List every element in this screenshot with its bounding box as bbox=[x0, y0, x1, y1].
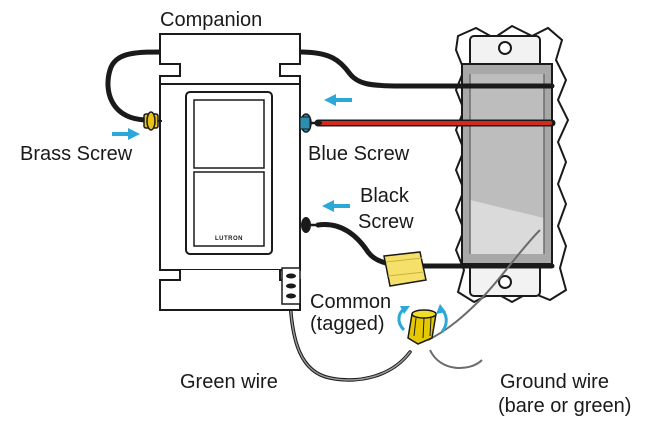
top-mount-screw-icon bbox=[498, 41, 512, 55]
companion-title: Companion bbox=[160, 9, 262, 31]
common-label-line1: Common bbox=[310, 291, 391, 313]
device-bottom-yoke bbox=[159, 269, 301, 311]
brass-screw-label: Brass Screw bbox=[20, 143, 133, 165]
blue-screw-arrow-icon bbox=[324, 94, 352, 106]
black-screw-label-line1: Black bbox=[360, 185, 410, 207]
upper-paddle bbox=[193, 99, 265, 169]
black-screw-arrow-icon bbox=[322, 200, 350, 212]
wire-nut-icon bbox=[407, 309, 437, 345]
ground-terminal-hole-2 bbox=[286, 283, 296, 289]
device-top-yoke bbox=[159, 33, 301, 85]
common-tag bbox=[383, 251, 427, 287]
lower-paddle bbox=[193, 171, 265, 247]
ground-terminal-hole-3 bbox=[286, 293, 296, 299]
brass-screw-arrow-icon bbox=[112, 128, 140, 140]
wall-box bbox=[454, 24, 570, 304]
ground-wire-label-line1: Ground wire bbox=[500, 371, 609, 393]
ground-wire-label-line2: (bare or green) bbox=[498, 395, 631, 417]
green-wire-label: Green wire bbox=[180, 371, 278, 393]
ground-terminal-hole-1 bbox=[286, 273, 296, 279]
blue-screw-icon bbox=[299, 113, 322, 133]
ground-wire-tail bbox=[429, 349, 483, 370]
black-screw-label-line2: Screw bbox=[358, 211, 414, 233]
ground-wire bbox=[427, 229, 541, 341]
bottom-mount-screw-icon bbox=[498, 275, 512, 289]
brand-logo: LUTRON bbox=[215, 236, 243, 242]
blue-screw-label: Blue Screw bbox=[308, 143, 410, 165]
green-wire-core bbox=[289, 299, 411, 381]
common-label-line2: (tagged) bbox=[310, 313, 385, 335]
twist-arrow-left-head bbox=[400, 306, 410, 314]
metal-box-highlight bbox=[470, 200, 544, 254]
companion-device: LUTRON bbox=[159, 33, 301, 311]
twist-arrow-right-head bbox=[436, 304, 446, 314]
brass-screw-icon bbox=[143, 111, 162, 131]
black-screw-icon bbox=[301, 217, 320, 233]
